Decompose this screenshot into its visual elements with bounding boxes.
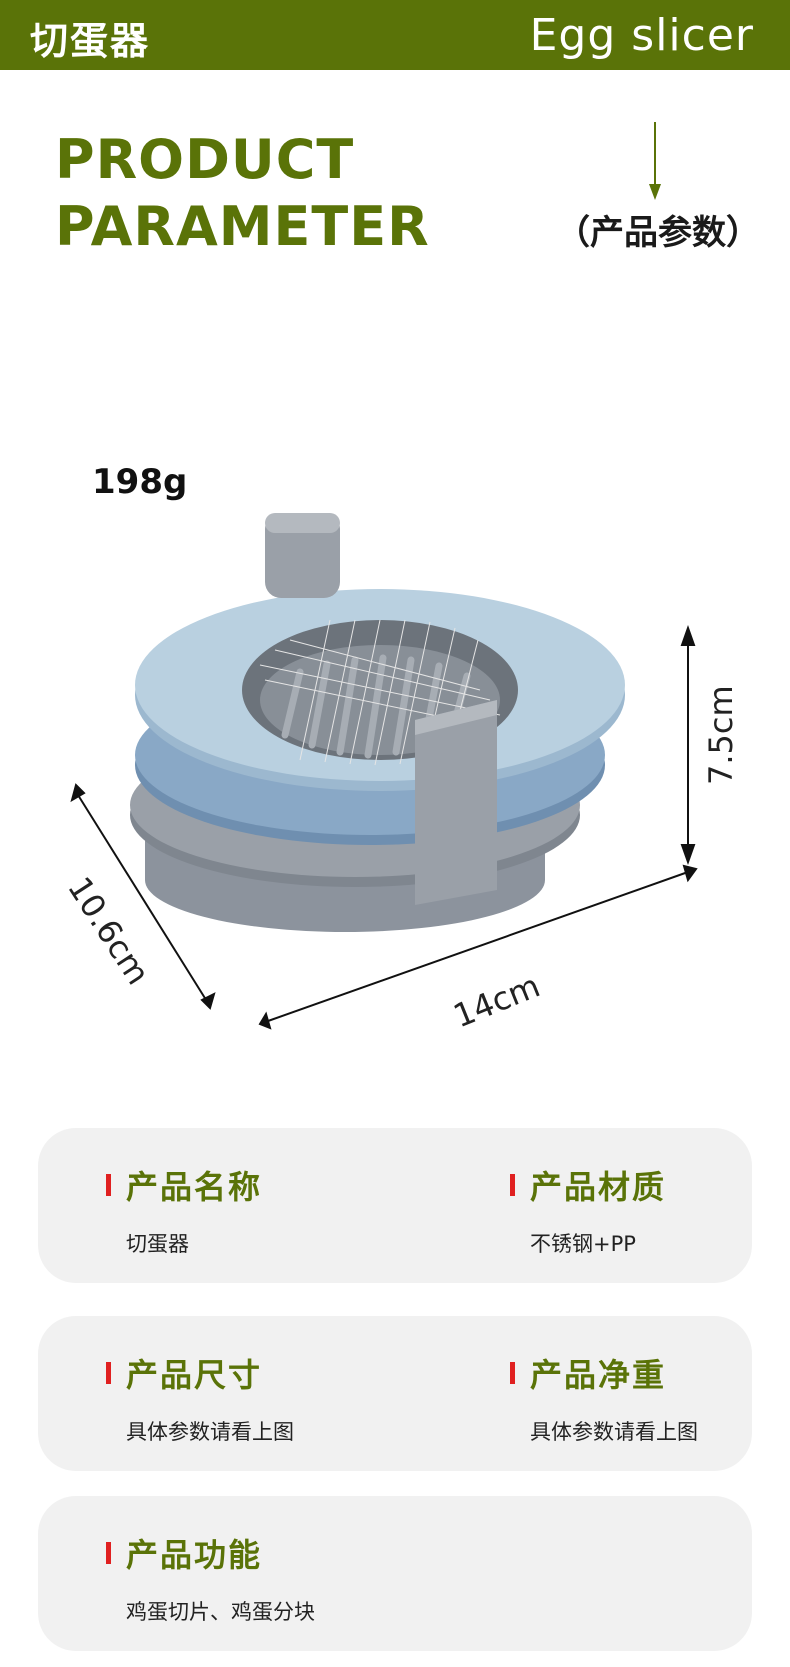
arrow-down-icon xyxy=(649,122,661,200)
header-bar: 切蛋器 Egg slicer xyxy=(0,0,790,70)
param-value: 具体参数请看上图 xyxy=(126,1420,294,1444)
red-bar-marker xyxy=(106,1362,111,1384)
red-bar-marker xyxy=(510,1174,515,1196)
dimension-height-label: 7.5cm xyxy=(702,685,740,785)
param-label: 产品尺寸 xyxy=(126,1356,263,1394)
section-title-line2: PARAMETER xyxy=(55,195,430,258)
param-card: 产品功能 鸡蛋切片、鸡蛋分块 xyxy=(38,1496,752,1651)
param-item-function: 产品功能 鸡蛋切片、鸡蛋分块 xyxy=(106,1530,315,1626)
param-item-size: 产品尺寸 具体参数请看上图 xyxy=(106,1350,294,1446)
red-bar-marker xyxy=(510,1362,515,1384)
header-title-en: Egg slicer xyxy=(529,10,754,61)
param-value: 不锈钢+PP xyxy=(530,1232,636,1256)
param-item-name: 产品名称 切蛋器 xyxy=(106,1162,262,1258)
product-weight: 198g xyxy=(92,462,188,502)
red-bar-marker xyxy=(106,1542,111,1564)
param-value: 切蛋器 xyxy=(126,1232,189,1256)
param-label: 产品材质 xyxy=(530,1168,667,1206)
section-title-line1: PRODUCT xyxy=(55,128,355,191)
param-card: 产品名称 切蛋器 产品材质 不锈钢+PP xyxy=(38,1128,752,1283)
egg-slicer-image xyxy=(70,513,698,1030)
param-card: 产品尺寸 具体参数请看上图 产品净重 具体参数请看上图 xyxy=(38,1316,752,1471)
param-item-weight: 产品净重 具体参数请看上图 xyxy=(510,1350,698,1446)
param-item-material: 产品材质 不锈钢+PP xyxy=(510,1162,666,1258)
param-value: 鸡蛋切片、鸡蛋分块 xyxy=(126,1600,315,1624)
param-label: 产品功能 xyxy=(126,1536,263,1574)
param-value: 具体参数请看上图 xyxy=(530,1420,698,1444)
header-title-cn: 切蛋器 xyxy=(30,19,151,63)
section-subtitle: （产品参数） xyxy=(556,213,760,253)
red-bar-marker xyxy=(106,1174,111,1196)
param-label: 产品名称 xyxy=(126,1168,263,1206)
param-label: 产品净重 xyxy=(530,1356,667,1394)
